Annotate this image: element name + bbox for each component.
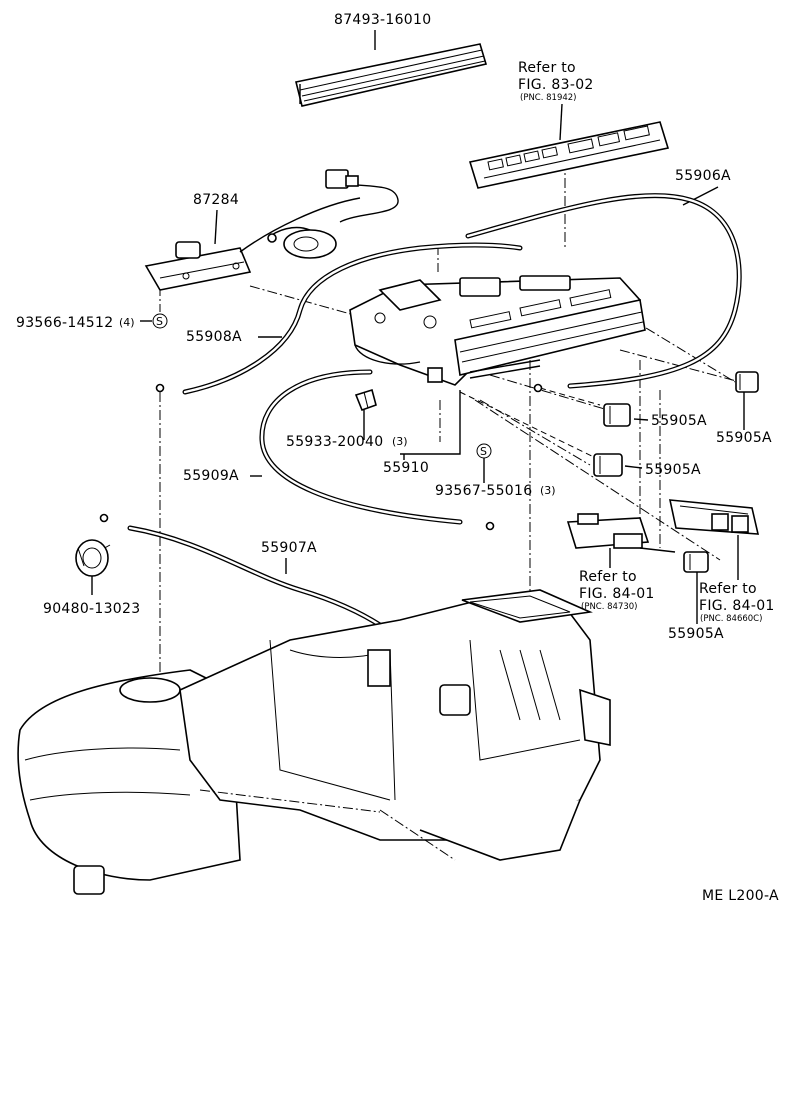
label-55907a: 55907A — [261, 540, 317, 556]
knob-55905a-2 — [735, 371, 759, 393]
cable-ends — [99, 383, 543, 531]
label-ref-8401a-line2: FIG. 84-01 — [579, 586, 655, 602]
switch-84730 — [566, 513, 676, 553]
label-93567-qty: (3) — [540, 484, 556, 497]
knob-55905a-1 — [603, 403, 631, 427]
label-ref-8302-line2: FIG. 83-02 — [518, 77, 594, 93]
routing-lines — [459, 387, 601, 461]
label-55910: 55910 — [383, 460, 429, 476]
knob-55905a-3 — [593, 453, 623, 477]
label-ref-8401a-line1: Refer to — [579, 569, 637, 585]
cable-55906a — [465, 193, 742, 389]
control-panel-face — [468, 121, 670, 189]
label-55908a: 55908A — [186, 329, 242, 345]
screw-symbol-1: S — [152, 313, 168, 329]
svg-text:S: S — [480, 445, 487, 458]
label-55906a: 55906A — [675, 168, 731, 184]
label-55933-qty: (3) — [392, 435, 408, 448]
label-93566-qty: (4) — [119, 316, 135, 329]
label-55905a-3: 55905A — [645, 462, 701, 478]
label-93567: 93567-55016 — [435, 483, 532, 499]
grommet-90480 — [75, 539, 109, 577]
cable-55908a — [182, 242, 523, 395]
label-ref-8302-pnc: (PNC. 81942) — [520, 93, 577, 103]
label-drawing-code: ME L200-A — [702, 888, 779, 904]
switch-84660c — [668, 499, 760, 535]
switch-assembly-87284 — [144, 169, 399, 291]
part-labels: 87493-16010 Refer to FIG. 83-02 (PNC. 81… — [16, 12, 779, 904]
cable-clamp-55933 — [354, 388, 377, 412]
label-ref-8401b-line2: FIG. 84-01 — [699, 598, 775, 614]
label-ref-8302-line1: Refer to — [518, 60, 576, 76]
label-55909a: 55909A — [183, 468, 239, 484]
label-87493: 87493-16010 — [334, 12, 431, 28]
leader-lines — [91, 30, 745, 624]
label-93566: 93566-14512 — [16, 315, 113, 331]
label-55933: 55933-20040 — [286, 434, 383, 450]
label-55905a-4: 55905A — [668, 626, 724, 642]
svg-text:S: S — [156, 315, 163, 328]
label-55905a-1: 55905A — [651, 413, 707, 429]
label-90480: 90480-13023 — [43, 601, 140, 617]
label-ref-8401b-line1: Refer to — [699, 581, 757, 597]
label-ref-8401a-pnc: (PNC. 84730) — [581, 602, 638, 612]
label-87284: 87284 — [193, 192, 239, 208]
screw-symbol-2: S — [476, 443, 492, 459]
heater-unit-housing — [17, 589, 611, 895]
garnish-strip — [295, 43, 488, 107]
label-55905a-2: 55905A — [716, 430, 772, 446]
label-ref-8401b-pnc: (PNC. 84660C) — [700, 614, 762, 624]
cable-55909a — [259, 369, 463, 525]
knob-55905a-4 — [683, 551, 709, 573]
heater-control-unit — [349, 275, 646, 386]
